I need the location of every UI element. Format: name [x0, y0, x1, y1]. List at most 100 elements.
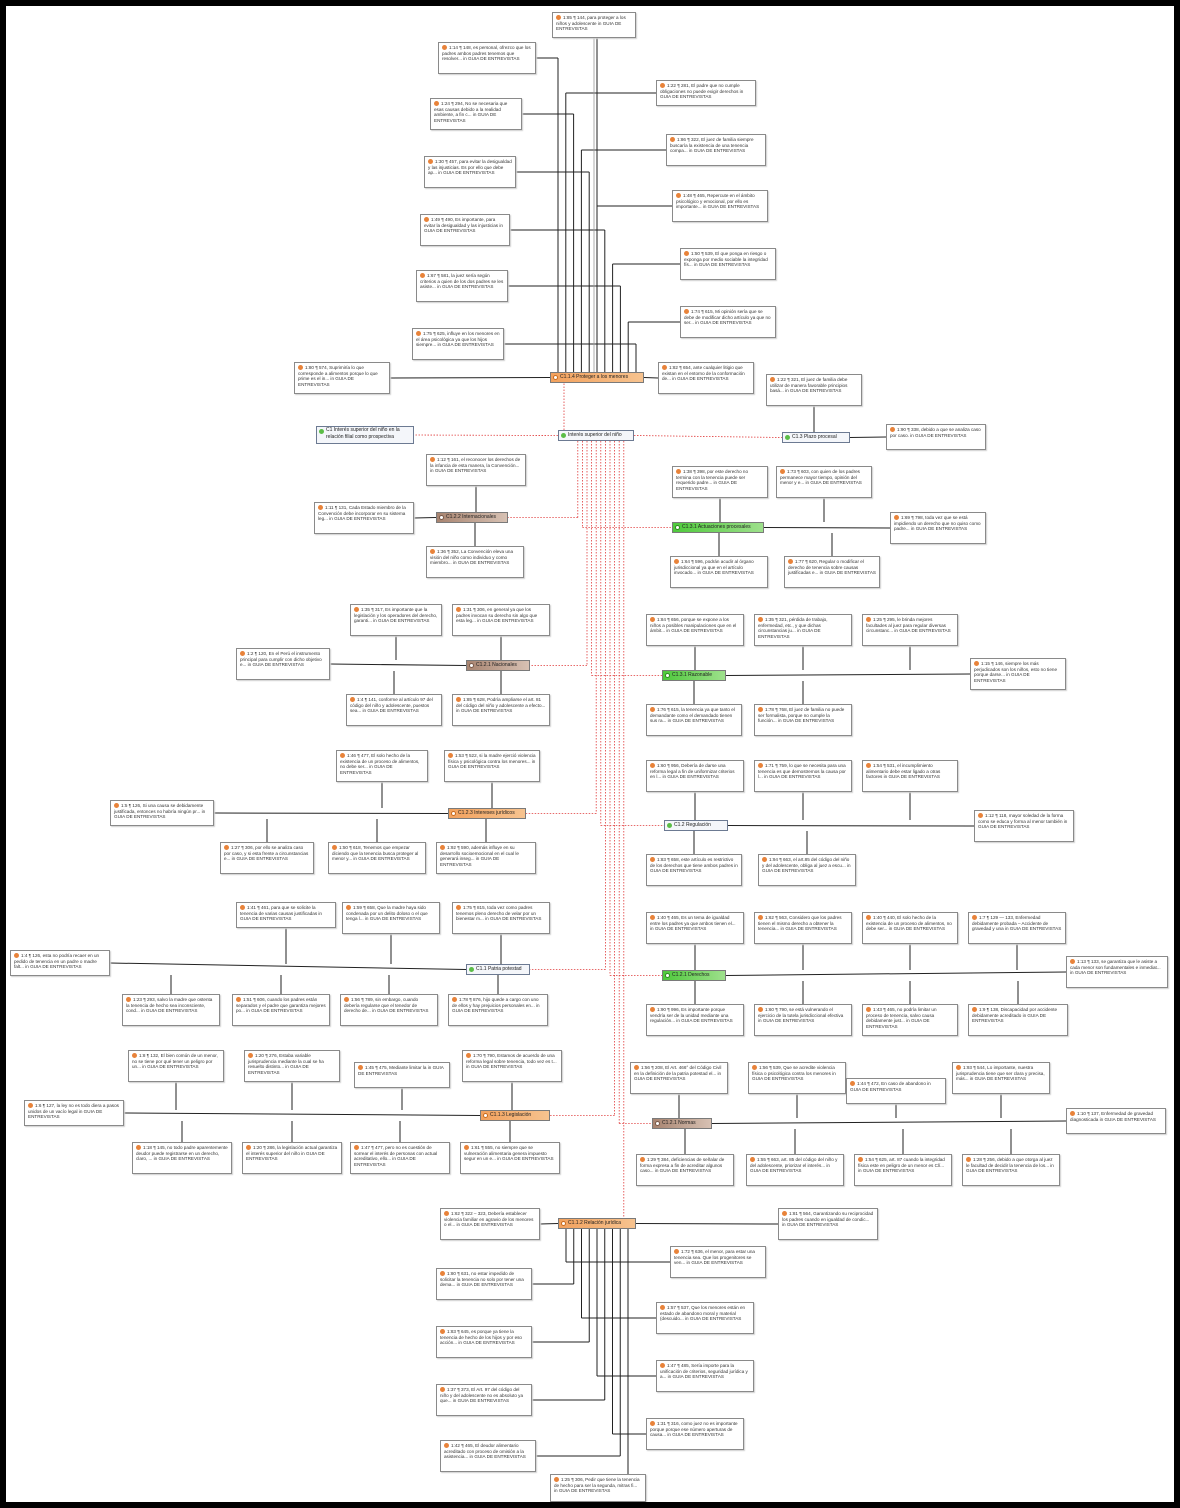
quote-g5[interactable]: 1:50 ¶ 618, Tenemos que empezar diciendo…	[328, 842, 426, 874]
code-c1-interes-superior[interactable]: C1 Interés superior del niño en la relac…	[316, 426, 414, 444]
quote-b2[interactable]: 1:90 ¶ 338, debido a que se analiza caso…	[886, 424, 986, 450]
quote-h3[interactable]: 1:54 ¶ 531, el incumplimiento alimentari…	[862, 760, 958, 792]
quote-bottom[interactable]: 1:25 ¶ 306, Pedir que tiene la tenencia …	[550, 1474, 646, 1502]
quote-i3[interactable]: 1:75 ¶ 815, toda vez como padres tenemos…	[452, 902, 550, 934]
quote-a7[interactable]: 1:49 ¶ 490, Es importante, para evitar l…	[420, 214, 510, 246]
quote-h2[interactable]: 1:71 ¶ 759, lo que se necesita para una …	[754, 760, 852, 792]
quote-l9[interactable]: 1:28 ¶ 256, debido a que otorga al juez …	[962, 1154, 1060, 1186]
quote-k9[interactable]: 1:61 ¶ 555, no siempre que se vulneració…	[460, 1142, 560, 1174]
quote-m9[interactable]: 1:31 ¶ 316, como juez no es importante p…	[646, 1418, 744, 1450]
code-normas[interactable]: C1.2.1 Normas	[652, 1118, 712, 1129]
quote-h4[interactable]: 1:12 ¶ 118, mayor soledad de la forma co…	[974, 810, 1074, 842]
quote-e2[interactable]: 1:31 ¶ 306, en general ya que los padres…	[452, 604, 550, 636]
code-internacionales[interactable]: C1.2.2 Internacionales	[436, 512, 508, 523]
quote-j7[interactable]: 1:60 ¶ 790, se está vulnerando el ejerci…	[754, 1004, 852, 1036]
quote-k2[interactable]: 1:20 ¶ 276, Estaba variable jurisprudenc…	[244, 1050, 340, 1082]
code-derechos[interactable]: C1.2.1 Derechos	[662, 970, 726, 981]
quote-d2[interactable]: 1:73 ¶ 603, con quien de los padres perm…	[776, 466, 872, 498]
quote-m7[interactable]: 1:47 ¶ 485, Sería importe para la unific…	[656, 1360, 754, 1392]
quote-m10[interactable]: 1:42 ¶ 465, El deudor alimentario acredi…	[440, 1440, 536, 1472]
quote-j9[interactable]: 1:9 ¶ 138, Discapacidad por accidente de…	[968, 1004, 1068, 1036]
quote-j3[interactable]: 1:40 ¶ 440, El solo hecho de la existenc…	[862, 912, 958, 944]
quote-l6[interactable]: 1:29 ¶ 384, deficiencias de señalar de f…	[636, 1154, 734, 1186]
quote-k1[interactable]: 1:8 ¶ 132, El bien común de un menor, no…	[128, 1050, 224, 1082]
quote-i6[interactable]: 1:51 ¶ 606, cuando los padres están sepa…	[232, 994, 330, 1026]
code-intereses-juridicos[interactable]: C1.2.3 Intereses jurídicos	[448, 808, 526, 819]
quote-a8[interactable]: 1:50 ¶ 539, El que ponga en riesgo o exp…	[680, 248, 776, 280]
quote-j5[interactable]: 1:13 ¶ 133, se garantiza que le asiste a…	[1066, 956, 1168, 988]
quote-f2[interactable]: 1:35 ¶ 321, pérdida de trabajo, enfermed…	[754, 614, 852, 646]
quote-a9[interactable]: 1:67 ¶ 581, la juez sería según criterio…	[416, 270, 508, 302]
quote-d4[interactable]: 1:64 ¶ 596, podrán acudir al órgano juri…	[670, 556, 768, 588]
quote-h6[interactable]: 1:94 ¶ 663, el art.85 del código del niñ…	[758, 854, 856, 886]
quote-k3[interactable]: 1:45 ¶ 475, Mediante limitar la in GUIA …	[354, 1062, 450, 1088]
code-proteger-menores[interactable]: C1.1.4 Proteger a los menores	[550, 372, 644, 383]
quote-i7[interactable]: 1:56 ¶ 789, sin embargo, cuando debería …	[340, 994, 438, 1026]
quote-h5[interactable]: 1:83 ¶ 658, este artículo es restrictivo…	[646, 854, 742, 886]
code-central-interes-nino[interactable]: Interés superior del niño	[558, 430, 634, 441]
quote-m2[interactable]: 1:81 ¶ 564, Garantizando su reciprocidad…	[778, 1208, 878, 1240]
quote-c2[interactable]: 1:11 ¶ 131, Cada Estado miembro de la Co…	[314, 502, 414, 534]
quote-i8[interactable]: 1:78 ¶ 876, hijo quede a cargo con uno d…	[448, 994, 548, 1026]
quote-g3[interactable]: 1:5 ¶ 126, Si una causa se debidamente j…	[110, 800, 214, 826]
quote-g6[interactable]: 1:92 ¶ 590, además influye en su desarro…	[436, 842, 536, 874]
code-actuaciones-procesales[interactable]: C1.3.1 Actuaciones procesales	[672, 522, 764, 533]
quote-j6[interactable]: 1:90 ¶ 996, Es importante porque vendría…	[646, 1004, 744, 1036]
quote-m6[interactable]: 1:83 ¶ 645, es porque ya tiene la tenenc…	[436, 1326, 532, 1358]
quote-a4[interactable]: 1:86 ¶ 322, El juez de familia siempre b…	[666, 134, 766, 166]
quote-m8[interactable]: 1:37 ¶ 373, El Art. 97 del código del ni…	[436, 1384, 532, 1416]
quote-a12[interactable]: 1:80 ¶ 574, Suprimiría lo que correspond…	[294, 362, 390, 394]
quote-m4[interactable]: 1:80 ¶ 631, no estar impedido de solicit…	[436, 1268, 532, 1300]
quote-l7[interactable]: 1:55 ¶ 663, art. 85 del código del niño …	[746, 1154, 844, 1186]
quote-l5[interactable]: 1:10 ¶ 137, Enfermedad de gravedad diagn…	[1066, 1108, 1166, 1134]
quote-j8[interactable]: 1:43 ¶ 465, no podría limitar un proceso…	[862, 1004, 958, 1036]
quote-k4[interactable]: 1:70 ¶ 790, Estamos de acuerdo de una re…	[462, 1050, 562, 1082]
quote-m3[interactable]: 1:72 ¶ 636, el menor, para estar una ten…	[670, 1246, 766, 1278]
quote-d5[interactable]: 1:77 ¶ 620, Regular o modificar el derec…	[784, 556, 880, 588]
quote-d3[interactable]: 1:69 ¶ 798, toda vez que se está impidie…	[890, 512, 986, 544]
quote-a2[interactable]: 1:22 ¶ 281, El padre que no cumple oblig…	[656, 80, 756, 106]
quote-l3[interactable]: 1:44 ¶ 472, En caso de abandono in GUIA …	[846, 1078, 946, 1104]
quote-f4[interactable]: 1:15 ¶ 146, siempre los más perjudicados…	[970, 658, 1066, 690]
code-regulacion[interactable]: C1.2 Regulación	[664, 820, 728, 831]
code-nacionales[interactable]: C1.2.1 Nacionales	[466, 660, 530, 671]
quote-g4[interactable]: 1:27 ¶ 306, por ello se analiza caso por…	[220, 842, 314, 874]
quote-k8[interactable]: 1:47 ¶ 477, pero no es cuestión de sorre…	[350, 1142, 450, 1174]
quote-j1[interactable]: 1:40 ¶ 465, Es un tema de igualdad entre…	[646, 912, 744, 944]
code-razonable[interactable]: C1.3.1 Razonable	[662, 670, 726, 681]
quote-i1[interactable]: 1:41 ¶ 461, para que se solicite la tene…	[236, 902, 336, 928]
quote-a5[interactable]: 1:30 ¶ 457, para evitar la desigualdad y…	[424, 156, 516, 188]
quote-l1[interactable]: 1:56 ¶ 208, El Art. 466° del Código Civi…	[630, 1062, 728, 1094]
quote-e1[interactable]: 1:35 ¶ 317, Es importante que la legisla…	[350, 604, 442, 636]
quote-a10[interactable]: 1:74 ¶ 615, Mi opinión sería que se debe…	[680, 306, 776, 338]
quote-a1[interactable]: 1:14 ¶ 148, es personal, ofrezco que los…	[438, 42, 536, 74]
quote-g1[interactable]: 1:46 ¶ 477, El solo hecho de la existenc…	[336, 750, 428, 782]
quote-k5[interactable]: 1:6 ¶ 127, la ley no es todo diera a pas…	[24, 1100, 124, 1126]
quote-k6[interactable]: 1:18 ¶ 145, no todo padre aparentemente …	[132, 1142, 232, 1174]
quote-i4[interactable]: 1:4 ¶ 126, esta no podría recaer en un p…	[10, 950, 110, 976]
quote-c3[interactable]: 1:36 ¶ 352, La Convención eleva una visi…	[426, 546, 524, 578]
quote-e3[interactable]: 1:2 ¶ 120, En el Perú el instrumento pri…	[236, 648, 330, 680]
code-plazo-procesal[interactable]: C1.3 Plazo procesal	[782, 432, 850, 443]
code-legislacion[interactable]: C1.1.3 Legislación	[480, 1110, 550, 1121]
quote-a6[interactable]: 1:48 ¶ 465, Repercute en el ámbito psico…	[672, 190, 768, 222]
quote-l8[interactable]: 1:54 ¶ 625, art. 87 cuando la integridad…	[854, 1154, 952, 1186]
quote-f1[interactable]: 1:84 ¶ 656, porque se expone a los niños…	[646, 614, 744, 646]
quote-a3[interactable]: 1:24 ¶ 294, No se necesaria que esas cau…	[430, 98, 522, 130]
quote-e5[interactable]: 1:85 ¶ 628, Podría ampliarse el art. 81 …	[452, 694, 550, 726]
quote-c1[interactable]: 1:12 ¶ 161, el reconocer los derechos de…	[426, 454, 526, 486]
quote-b1[interactable]: 1:22 ¶ 321, El juez de familia debe util…	[766, 374, 862, 406]
quote-h1[interactable]: 1:60 ¶ 956, Debería de darse una reforma…	[646, 760, 744, 792]
quote-f3[interactable]: 1:25 ¶ 295, le brinda mejores facultades…	[862, 614, 958, 646]
quote-d1[interactable]: 1:38 ¶ 398, por este derecho no termina …	[672, 466, 768, 498]
quote-e4[interactable]: 1:4 ¶ 141, conforme al artículo 97 del c…	[346, 694, 442, 726]
quote-m5[interactable]: 1:57 ¶ 537, Que los menores están en est…	[656, 1302, 754, 1334]
quote-l4[interactable]: 1:93 ¶ 544, Lo importante, nuestra juris…	[952, 1062, 1050, 1094]
quote-j4[interactable]: 1:7 ¶ 129 — 133, Enfermedad debidamente …	[968, 912, 1066, 944]
quote-i2[interactable]: 1:59 ¶ 658, Que la madre haya sido conde…	[342, 902, 440, 934]
quote-j2[interactable]: 1:62 ¶ 563, Considero que los padres tie…	[754, 912, 852, 944]
quote-g2[interactable]: 1:53 ¶ 522, si la madre ejerció violenci…	[444, 750, 540, 782]
quote-k7[interactable]: 1:20 ¶ 286, la legislación actual garant…	[242, 1142, 342, 1174]
code-relacion-juridica[interactable]: C1.1.2 Relación jurídica	[558, 1218, 636, 1229]
quote-f6[interactable]: 1:78 ¶ 768, El juez de familia no puede …	[754, 704, 852, 736]
